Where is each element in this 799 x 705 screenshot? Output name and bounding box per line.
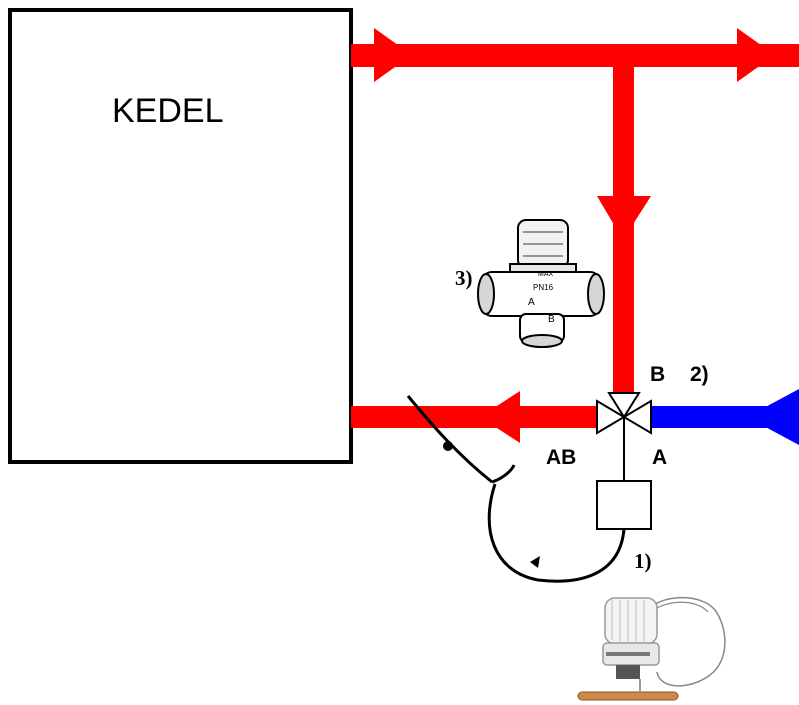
return-pipe-to-boiler xyxy=(351,406,607,428)
port-a-label: A xyxy=(652,446,668,469)
footnote-2-label: 2) xyxy=(690,363,709,386)
port-ab-label: AB xyxy=(546,446,577,469)
actuator-box xyxy=(596,480,652,530)
sensor-clip-1 xyxy=(443,441,453,451)
footnote-1-label: 1) xyxy=(634,549,652,573)
valve-photo-pn: PN16 xyxy=(533,283,554,292)
flow-arrow-return-blue xyxy=(747,389,799,445)
valve-photo-port-b: B xyxy=(548,314,555,325)
mixing-valve-illustration xyxy=(477,219,605,348)
flow-arrow-supply-1 xyxy=(374,28,412,82)
valve-photo-max: MAX xyxy=(538,271,554,278)
valve-photo-port-a: A xyxy=(528,297,535,308)
supply-pipe-top xyxy=(351,44,799,67)
boiler-box xyxy=(8,8,353,464)
capillary-tube xyxy=(406,395,626,583)
boiler-label: KEDEL xyxy=(112,92,224,130)
flow-arrow-supply-2 xyxy=(737,28,775,82)
thermostat-head-illustration xyxy=(577,596,726,701)
three-way-valve-symbol xyxy=(596,392,652,435)
port-b-label: B xyxy=(650,363,666,386)
flow-arrow-bypass xyxy=(597,196,651,240)
flow-arrow-return-red xyxy=(480,391,520,443)
sensor-clip-2 xyxy=(530,556,540,568)
footnote-3-label: 3) xyxy=(455,266,473,290)
